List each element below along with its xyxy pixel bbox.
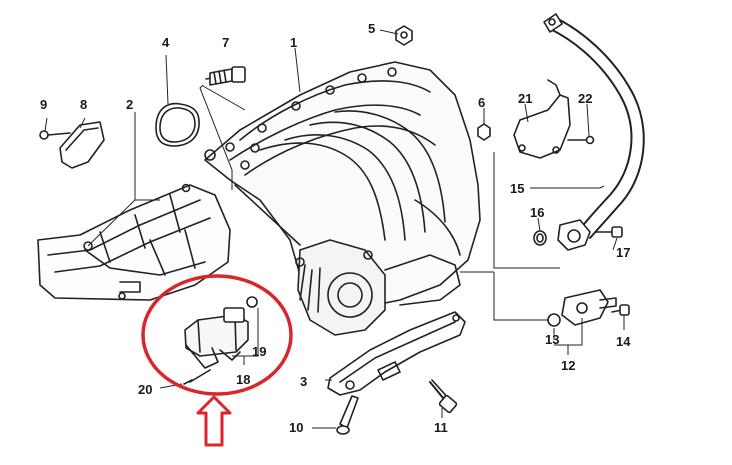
- valve-16: [533, 219, 623, 251]
- highlight-circle: [141, 274, 293, 396]
- label-part-12: 12: [561, 358, 576, 373]
- label-part-6: 6: [478, 95, 486, 110]
- nut-6: [477, 123, 491, 141]
- bracket-3: [327, 311, 466, 396]
- label-part-13: 13: [545, 332, 560, 347]
- intake-manifold: [204, 61, 481, 311]
- label-part-1: 1: [290, 35, 298, 50]
- gasket-4: [155, 102, 200, 147]
- label-part-19: 19: [252, 344, 267, 359]
- leader-lines: [44, 29, 625, 429]
- label-part-14: 14: [616, 334, 631, 349]
- label-part-15: 15: [510, 181, 525, 196]
- bolt-11: [429, 379, 458, 414]
- actuator-18: [183, 296, 258, 385]
- bolt-10: [336, 395, 359, 435]
- up-arrow-icon: [196, 395, 232, 447]
- label-part-22: 22: [578, 91, 593, 106]
- label-part-7: 7: [222, 35, 230, 50]
- label-part-5: 5: [368, 21, 376, 36]
- label-part-16: 16: [530, 205, 545, 220]
- label-part-3: 3: [300, 374, 308, 389]
- heat-shield: [37, 183, 231, 301]
- bracket-8: [39, 121, 105, 169]
- label-part-10: 10: [289, 420, 304, 435]
- label-part-4: 4: [162, 35, 170, 50]
- label-part-11: 11: [434, 420, 448, 435]
- label-part-17: 17: [616, 245, 631, 260]
- nut-5: [395, 25, 413, 46]
- bracket-21: [513, 79, 595, 159]
- label-part-20: 20: [138, 382, 153, 397]
- label-part-9: 9: [40, 97, 48, 112]
- label-part-2: 2: [126, 97, 134, 112]
- bolt-7: [205, 66, 246, 86]
- label-part-18: 18: [236, 372, 251, 387]
- hose-15: [543, 13, 645, 239]
- label-part-8: 8: [80, 97, 88, 112]
- sensor-12: [547, 289, 630, 327]
- throttle-body: [295, 239, 461, 336]
- label-part-21: 21: [518, 91, 533, 106]
